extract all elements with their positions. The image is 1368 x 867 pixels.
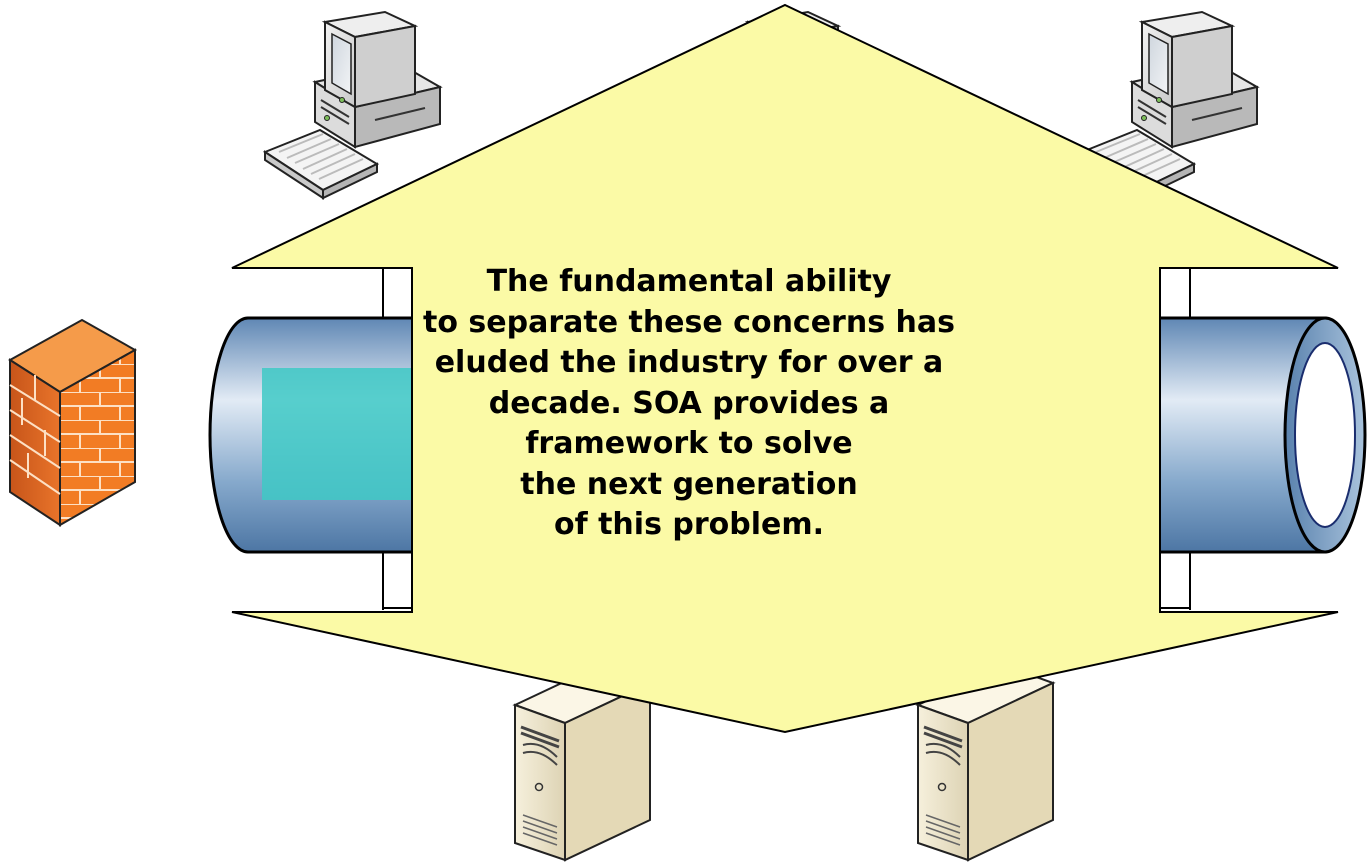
callout-shape [231,3,1339,734]
callout-line: the next generation [520,466,858,502]
callout-line: decade. SOA provides a [488,385,890,421]
callout-line: to separate these concerns has [423,304,955,340]
callout-line: of this problem. [553,507,825,542]
callout-line: framework to solve [525,426,853,461]
firewall-brick-icon [8,318,138,527]
desktop-computer-icon [264,11,441,199]
callout-line: eluded the industry for over a [434,345,944,380]
callout-line: The fundamental ability [486,264,892,299]
callout-text: The fundamental ability to separate thes… [418,262,960,546]
